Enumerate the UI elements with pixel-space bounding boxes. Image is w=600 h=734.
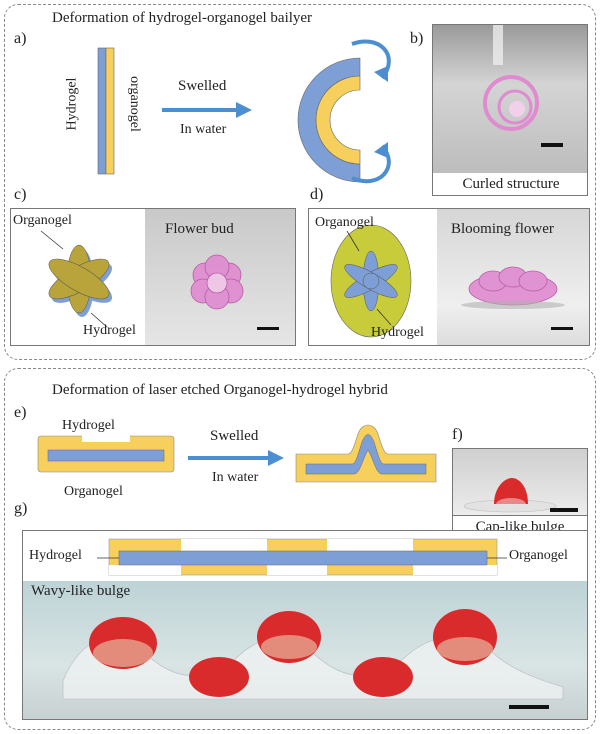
wavy-bulge-caption: Wavy-like bulge	[31, 583, 131, 599]
flower-bud-label: Flower bud	[165, 221, 234, 237]
swelled-label-a: Swelled	[178, 78, 227, 94]
wavy-hybrid-diagram	[62, 538, 564, 709]
panel-label-a: a)	[14, 30, 27, 47]
curled-bilayer-diagram	[297, 39, 391, 184]
organogel-label-d: Organogel	[315, 215, 374, 230]
panel-label-b: b)	[410, 30, 424, 47]
panel-label-e: e)	[14, 404, 27, 421]
curled-structure-photo: Curled structure	[432, 24, 588, 196]
panel-label-f: f)	[452, 426, 463, 443]
hydrogel-label-e: Hydrogel	[62, 418, 115, 433]
organogel-label-g: Organogel	[509, 548, 568, 563]
hydrogel-label-g: Hydrogel	[29, 548, 82, 563]
panel-label-g: g)	[14, 500, 28, 517]
hydrogel-label-d: Hydrogel	[371, 325, 424, 340]
swell-arrow-a	[162, 102, 252, 118]
cap-bulge-image	[463, 478, 578, 513]
etched-hybrid-diagram	[37, 432, 175, 473]
wavy-bulge-panel: Hydrogel Organogel Wavy-like bulge	[22, 530, 588, 720]
panel-label-d: d)	[310, 186, 324, 203]
blooming-flower-panel: Organogel Hydrogel Blooming flower	[308, 208, 590, 346]
hydrogel-label-a: Hydrogel	[64, 77, 80, 131]
blooming-flower-label: Blooming flower	[451, 221, 554, 237]
bottom-section	[4, 368, 596, 730]
in-water-label-e: In water	[212, 470, 259, 485]
flower-bud-diagram	[40, 230, 279, 330]
blooming-flower-diagram	[330, 224, 573, 338]
flower-bud-panel: Organogel Hydrogel Flower bud	[10, 208, 296, 346]
curled-gel-ring	[483, 25, 563, 147]
organogel-label-a: organogel	[126, 76, 142, 132]
organogel-label-c: Organogel	[13, 213, 72, 228]
top-section-title: Deformation of hydrogel-organogel bailye…	[52, 10, 313, 26]
swell-arrow-e	[188, 450, 284, 466]
organogel-label-e: Organogel	[64, 484, 123, 499]
panel-label-c: c)	[14, 186, 27, 203]
swelled-label-e: Swelled	[210, 428, 259, 444]
bottom-section-title: Deformation of laser etched Organogel-hy…	[52, 382, 388, 398]
top-section	[4, 4, 596, 360]
in-water-label-a: In water	[180, 122, 227, 137]
bulged-hybrid-diagram	[295, 424, 437, 483]
hydrogel-label-c: Hydrogel	[83, 323, 136, 338]
bilayer-strip-diagram	[97, 47, 115, 175]
curled-structure-caption: Curled structure	[462, 176, 560, 192]
curled-photo-image	[433, 25, 587, 173]
